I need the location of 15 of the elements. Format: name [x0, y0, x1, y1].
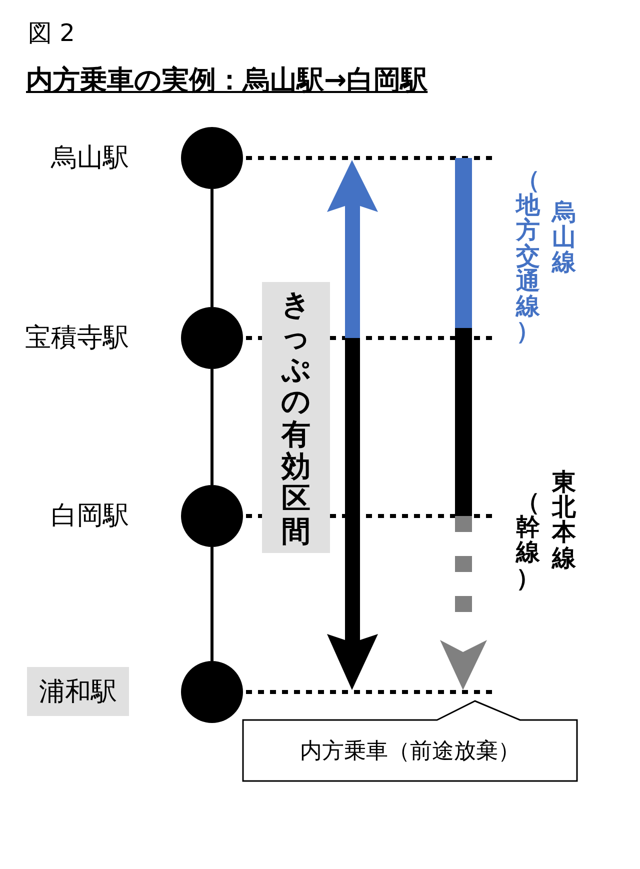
- track-line: [210, 547, 214, 661]
- range-label: きっぷの有効区間: [262, 282, 330, 553]
- station-name: 烏山駅: [51, 142, 129, 175]
- figure-number: 図 2: [28, 18, 75, 49]
- line-name: 東北本線: [552, 470, 576, 571]
- line-name: 烏山線: [552, 200, 576, 276]
- diagram-title: 内方乗車の実例：烏山駅→白岡駅: [26, 64, 428, 98]
- track-line: [210, 189, 214, 307]
- line-category: （幹線）: [516, 490, 540, 591]
- track-line: [210, 369, 214, 485]
- station-name: 白岡駅: [51, 500, 129, 533]
- callout-text: 内方乗車（前途放棄）: [300, 738, 520, 766]
- line-category: （地方交通線）: [516, 168, 540, 344]
- station-name: 浦和駅: [27, 667, 129, 716]
- station-name: 宝積寺駅: [25, 322, 129, 355]
